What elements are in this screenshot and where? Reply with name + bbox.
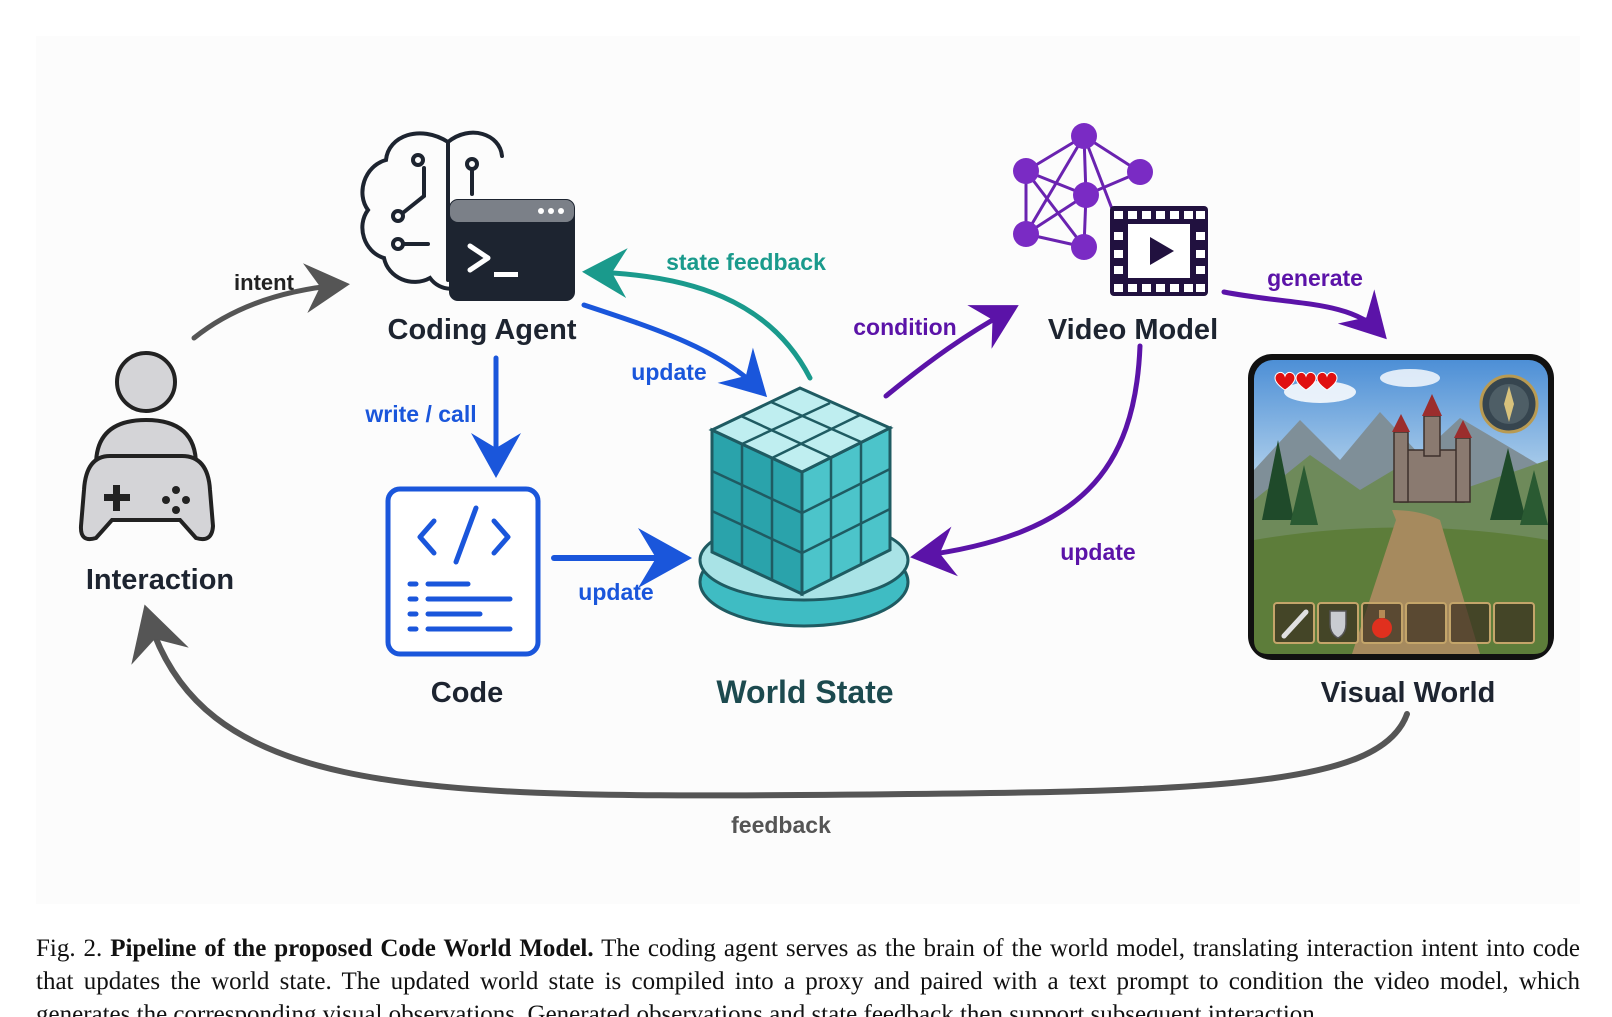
generate-arrow (1221, 289, 1387, 340)
world-state-label: World State (716, 674, 893, 710)
visual-world-scene (1248, 354, 1554, 660)
update-agent-edge-label: update (631, 359, 706, 385)
potion-icon (1372, 610, 1392, 638)
generate-edge-label: generate (1267, 265, 1363, 291)
condition-arrow (883, 305, 1019, 399)
update-video-arrow (910, 343, 1143, 577)
caption-fig-label: Fig. 2. (36, 935, 103, 962)
shield-icon (1329, 610, 1347, 639)
video-model-label: Video Model (1048, 314, 1218, 346)
caption-text: The coding agent serves as the brain of … (36, 935, 1580, 1017)
update-code-edge-label: update (578, 579, 653, 605)
neural-network-icon (1013, 123, 1153, 260)
film-clip-icon (1110, 206, 1208, 296)
intent-edge-label: intent (234, 270, 295, 295)
condition-edge-label: condition (853, 314, 956, 340)
world-state-cube-icon (698, 386, 910, 628)
coding-agent-label: Coding Agent (388, 314, 577, 346)
feedback-edge-label: feedback (731, 812, 831, 838)
update-agent-arrow (581, 302, 768, 398)
figure-caption: Fig. 2. Pipeline of the proposed Code Wo… (36, 932, 1580, 1017)
code-document-icon (385, 486, 541, 657)
write-call-edge-label: write / call (364, 401, 476, 427)
compass-icon (1479, 374, 1539, 434)
state-feedback-edge-label: state feedback (666, 249, 826, 275)
caption-title: Pipeline of the proposed Code World Mode… (110, 935, 594, 962)
pipeline-diagram: Interaction Coding Agent Code World Stat… (78, 123, 1554, 838)
terminal-icon (449, 199, 575, 301)
interaction-label: Interaction (86, 564, 234, 596)
code-label: Code (431, 677, 504, 709)
update-video-edge-label: update (1060, 539, 1135, 565)
sword-icon (1281, 609, 1309, 639)
feedback-arrow (131, 604, 1410, 799)
gamer-icon (78, 351, 216, 542)
state-feedback-arrow (582, 248, 813, 381)
brain-icon (360, 130, 504, 291)
intent-arrow (191, 263, 350, 341)
visual-world-label: Visual World (1321, 677, 1496, 709)
